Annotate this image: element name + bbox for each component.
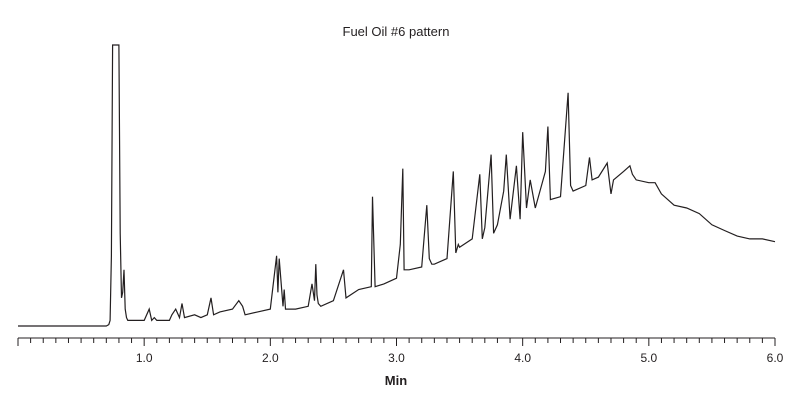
x-tick-label: 6.0 <box>767 351 784 365</box>
x-tick-label: 2.0 <box>262 351 279 365</box>
chromatogram-trace <box>18 44 776 327</box>
x-tick-label: 5.0 <box>640 351 657 365</box>
x-axis-label: Min <box>385 373 407 388</box>
x-axis-ticks <box>17 338 776 346</box>
x-tick-label: 3.0 <box>388 351 405 365</box>
x-tick-label: 4.0 <box>514 351 531 365</box>
chart-title: Fuel Oil #6 pattern <box>343 24 450 39</box>
x-axis-tick-labels: 1.0 2.0 3.0 4.0 5.0 6.0 <box>136 351 784 365</box>
x-tick-label: 1.0 <box>136 351 153 365</box>
